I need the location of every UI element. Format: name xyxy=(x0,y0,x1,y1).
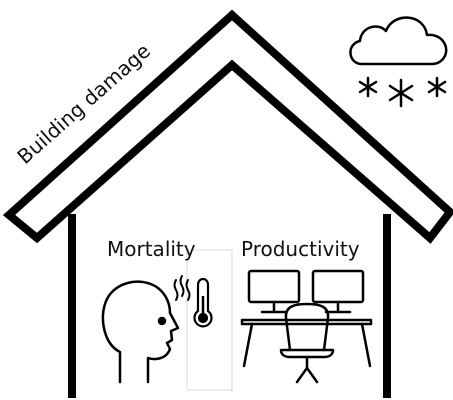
snowflake-icon xyxy=(358,76,378,98)
monitor-left xyxy=(247,269,301,304)
productivity-label: Productivity xyxy=(241,237,360,261)
house-walls xyxy=(68,214,391,398)
monitor-right xyxy=(311,269,365,304)
office-desk-monitors-icon xyxy=(240,269,373,384)
human-head-icon xyxy=(101,280,180,384)
panel-dividers xyxy=(186,249,233,392)
snowflake-icon xyxy=(388,78,414,108)
thermometer-icon xyxy=(193,277,213,328)
snow-cloud-icon xyxy=(349,16,448,108)
heat-wave-icon xyxy=(173,275,191,301)
snowflake-icon xyxy=(427,76,447,98)
mortality-label: Mortality xyxy=(107,237,196,261)
house-roof-icon xyxy=(2,9,453,244)
